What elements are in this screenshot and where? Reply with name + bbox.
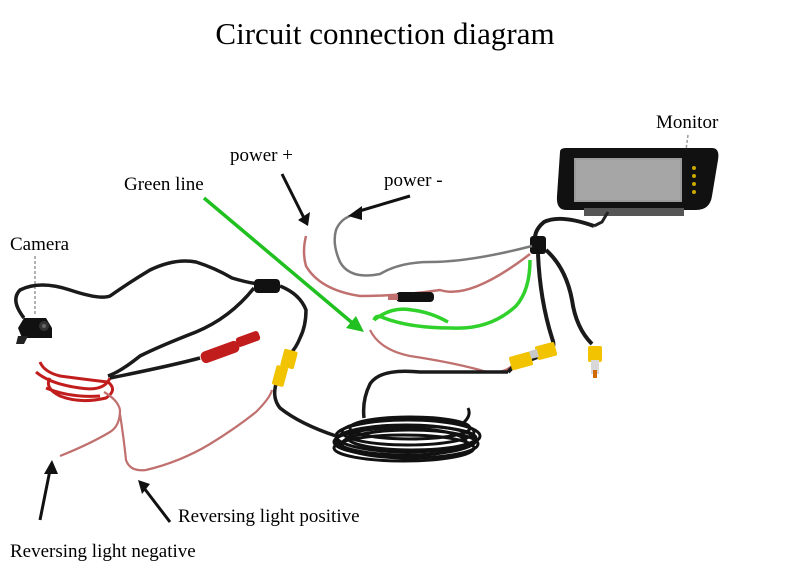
monitor-video-cable <box>544 248 594 346</box>
monitor-pointer <box>685 134 689 151</box>
camera-power-cable <box>107 286 256 378</box>
green-line-arrow <box>202 196 364 332</box>
cable-coil <box>332 407 482 463</box>
reversing-positive-arrow <box>138 480 172 523</box>
green-line-label: Green line <box>124 174 204 195</box>
monitor-label: Monitor <box>656 112 719 133</box>
extension-cable <box>361 369 508 419</box>
power-minus-arrow <box>348 194 411 220</box>
camera-power-connector <box>200 331 261 364</box>
camera-rca-connector <box>272 348 298 387</box>
extension-cable-camera-side <box>272 383 337 438</box>
reversing-negative-arrow <box>38 460 58 521</box>
power-plus-label: power + <box>230 145 293 166</box>
monitor-rca-connector <box>588 346 602 378</box>
camera-video-cable <box>279 284 308 356</box>
monitor-junction <box>530 236 546 254</box>
camera-power-lead <box>109 356 201 380</box>
power-minus-label: power - <box>384 170 443 191</box>
camera-junction <box>254 279 280 293</box>
monitor-rca-cable <box>536 253 556 354</box>
monitor-side-rca-pair <box>506 342 558 374</box>
reversing-negative-label: Reversing light negative <box>10 541 196 562</box>
power-plus-wire <box>302 235 531 298</box>
green-wire-loop <box>372 307 449 324</box>
reversing-trigger-wire <box>369 329 513 374</box>
camera-label: Camera <box>10 234 70 255</box>
power-plus-arrow <box>280 173 310 226</box>
diagram-title: Circuit connection diagram <box>215 16 555 51</box>
power-minus-wire <box>333 214 533 277</box>
camera-device <box>16 318 52 344</box>
reversing-negative-wire <box>59 391 122 458</box>
reversing-coil <box>35 361 114 403</box>
monitor-device <box>556 148 719 228</box>
reversing-positive-label: Reversing light positive <box>178 506 360 527</box>
inline-fuse <box>388 292 434 302</box>
reversing-positive-wire <box>118 389 274 472</box>
camera-cable <box>14 259 263 320</box>
